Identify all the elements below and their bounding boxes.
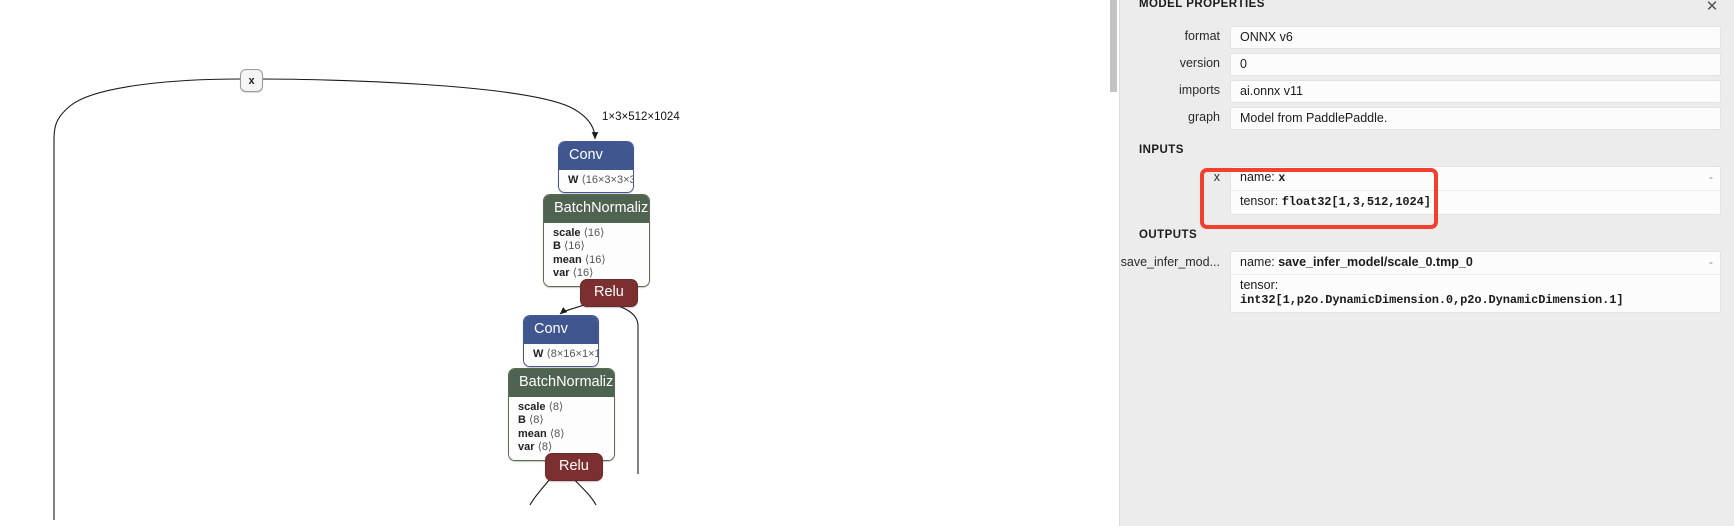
graph-node-conv-1-body: W ⟨16×3×3×3⟩ bbox=[559, 169, 633, 192]
property-row-graph: graph Model from PaddlePaddle. bbox=[1120, 107, 1734, 130]
output-key: save_infer_mod... bbox=[1120, 255, 1220, 269]
input-tensor-value: float32[1,3,512,1024] bbox=[1281, 195, 1431, 209]
graph-node-attr: mean ⟨8⟩ bbox=[518, 428, 605, 442]
property-value-imports[interactable]: ai.onnx v11 bbox=[1230, 80, 1721, 103]
attr-name: W bbox=[568, 173, 579, 186]
edge-label-input-shape: 1×3×512×1024 bbox=[602, 111, 680, 123]
graph-node-batchnormalization-2-body: scale ⟨8⟩ B ⟨8⟩ mean ⟨8⟩ var ⟨8⟩ bbox=[509, 396, 614, 460]
attr-dims: ⟨16⟩ bbox=[584, 253, 606, 266]
property-row-format: format ONNX v6 bbox=[1120, 26, 1734, 49]
graph-node-batchnormalization-1[interactable]: BatchNormalization scale ⟨16⟩ B ⟨16⟩ mea… bbox=[543, 194, 650, 287]
model-properties-sidebar: MODEL PROPERTIES ✕ format ONNX v6 versio… bbox=[1119, 0, 1734, 526]
attr-dims: ⟨8⟩ bbox=[548, 400, 564, 413]
graph-node-relu-2[interactable]: Relu bbox=[545, 453, 603, 481]
attr-dims: ⟨16⟩ bbox=[583, 226, 605, 239]
attr-dims: ⟨8⟩ bbox=[537, 441, 553, 453]
outputs-section-header: OUTPUTS bbox=[1139, 229, 1198, 241]
close-icon[interactable]: ✕ bbox=[1705, 0, 1719, 15]
attr-name: var bbox=[518, 441, 535, 453]
graph-node-conv-2-body: W ⟨8×16×1×1⟩ bbox=[524, 343, 598, 366]
graph-node-batchnormalization-1-title: BatchNormalization bbox=[544, 195, 649, 223]
sidebar-scrollbar-thumb[interactable] bbox=[1110, 0, 1117, 92]
attr-dims: ⟨8⟩ bbox=[549, 427, 565, 440]
attr-name: var bbox=[553, 267, 570, 279]
graph-node-batchnormalization-1-body: scale ⟨16⟩ B ⟨16⟩ mean ⟨16⟩ var ⟨16⟩ bbox=[544, 222, 649, 286]
inputs-section-header: INPUTS bbox=[1139, 144, 1184, 156]
output-name-value: save_infer_model/scale_0.tmp_0 bbox=[1278, 255, 1473, 269]
output-tensor-label: tensor: bbox=[1240, 278, 1279, 292]
graph-node-batchnormalization-2-title: BatchNormalization bbox=[509, 369, 614, 397]
graph-canvas[interactable]: x 1×3×512×1024 Conv W ⟨16×3×3×3⟩ BatchNo… bbox=[0, 0, 1110, 526]
graph-node-conv-2-title: Conv bbox=[524, 316, 598, 344]
graph-node-attr: var ⟨8⟩ bbox=[518, 441, 605, 455]
attr-name: B bbox=[518, 414, 526, 426]
property-key: graph bbox=[1188, 110, 1220, 124]
attr-dims: ⟨16⟩ bbox=[564, 240, 585, 252]
graph-node-attr: scale ⟨8⟩ bbox=[518, 401, 605, 415]
property-row-imports: imports ai.onnx v11 bbox=[1120, 80, 1734, 103]
output-name-label: name: bbox=[1240, 255, 1275, 269]
attr-name: mean bbox=[553, 253, 582, 266]
input-key: x bbox=[1213, 170, 1220, 184]
attr-name: W bbox=[533, 347, 544, 360]
graph-node-relu-2-title: Relu bbox=[546, 454, 602, 480]
attr-dims: ⟨8⟩ bbox=[529, 414, 544, 426]
attr-dims: ⟨8×16×1×1⟩ bbox=[546, 347, 598, 360]
graph-node-attr: mean ⟨16⟩ bbox=[553, 254, 640, 268]
input-tensor-label: tensor: bbox=[1240, 194, 1279, 208]
property-value-format[interactable]: ONNX v6 bbox=[1230, 26, 1721, 49]
attr-name: B bbox=[553, 240, 561, 252]
input-card-x[interactable]: name: x - tensor: float32[1,3,512,1024] bbox=[1230, 166, 1721, 215]
property-key: format bbox=[1184, 29, 1220, 43]
output-name-line: name: save_infer_model/scale_0.tmp_0 - bbox=[1231, 252, 1720, 274]
input-tensor-line: tensor: float32[1,3,512,1024] bbox=[1231, 190, 1720, 214]
model-properties-list: format ONNX v6 version 0 imports ai.onnx… bbox=[1120, 26, 1734, 313]
attr-name: scale bbox=[553, 226, 581, 239]
output-tensor-value: int32[1,p2o.DynamicDimension.0,p2o.Dynam… bbox=[1240, 293, 1624, 307]
graph-node-conv-1[interactable]: Conv W ⟨16×3×3×3⟩ bbox=[558, 141, 634, 193]
graph-input-node-x[interactable]: x bbox=[240, 69, 263, 92]
graph-node-attr: var ⟨16⟩ bbox=[553, 267, 640, 281]
graph-node-attr: W ⟨8×16×1×1⟩ bbox=[533, 347, 598, 362]
graph-node-batchnormalization-2[interactable]: BatchNormalization scale ⟨8⟩ B ⟨8⟩ mean … bbox=[508, 368, 615, 461]
input-trailing-dash: - bbox=[1709, 170, 1713, 184]
page-title: MODEL PROPERTIES bbox=[1139, 0, 1265, 10]
input-name-label: name: bbox=[1240, 170, 1275, 184]
attr-name: mean bbox=[518, 427, 547, 440]
graph-node-attr: scale ⟨16⟩ bbox=[553, 227, 640, 241]
property-value-version[interactable]: 0 bbox=[1230, 53, 1721, 76]
input-name-value: x bbox=[1278, 171, 1286, 185]
graph-node-relu-1-title: Relu bbox=[581, 280, 637, 306]
graph-node-attr: B ⟨16⟩ bbox=[553, 240, 640, 254]
graph-node-conv-2[interactable]: Conv W ⟨8×16×1×1⟩ bbox=[523, 315, 599, 367]
output-tensor-line: tensor: int32[1,p2o.DynamicDimension.0,p… bbox=[1231, 274, 1720, 312]
input-name-line: name: x - bbox=[1231, 167, 1720, 190]
output-trailing-dash: - bbox=[1709, 255, 1713, 269]
attr-dims: ⟨16×3×3×3⟩ bbox=[581, 173, 633, 186]
input-row-x: x name: x - tensor: float32[1,3,512,1024… bbox=[1120, 166, 1734, 215]
property-row-version: version 0 bbox=[1120, 53, 1734, 76]
attr-name: scale bbox=[518, 400, 546, 413]
property-key: version bbox=[1179, 56, 1220, 70]
output-card[interactable]: name: save_infer_model/scale_0.tmp_0 - t… bbox=[1230, 251, 1721, 313]
graph-node-attr: W ⟨16×3×3×3⟩ bbox=[568, 173, 633, 188]
graph-node-attr: B ⟨8⟩ bbox=[518, 414, 605, 428]
graph-vertical-splitter[interactable] bbox=[1110, 0, 1119, 526]
graph-node-conv-1-title: Conv bbox=[559, 142, 633, 170]
graph-node-relu-1[interactable]: Relu bbox=[580, 279, 638, 307]
graph-input-node-label: x bbox=[248, 74, 255, 87]
attr-dims: ⟨16⟩ bbox=[572, 267, 594, 279]
property-value-graph[interactable]: Model from PaddlePaddle. bbox=[1230, 107, 1721, 130]
property-key: imports bbox=[1179, 83, 1220, 97]
sidebar-header: MODEL PROPERTIES ✕ bbox=[1120, 0, 1734, 22]
output-row-save-infer-model: save_infer_mod... name: save_infer_model… bbox=[1120, 251, 1734, 313]
